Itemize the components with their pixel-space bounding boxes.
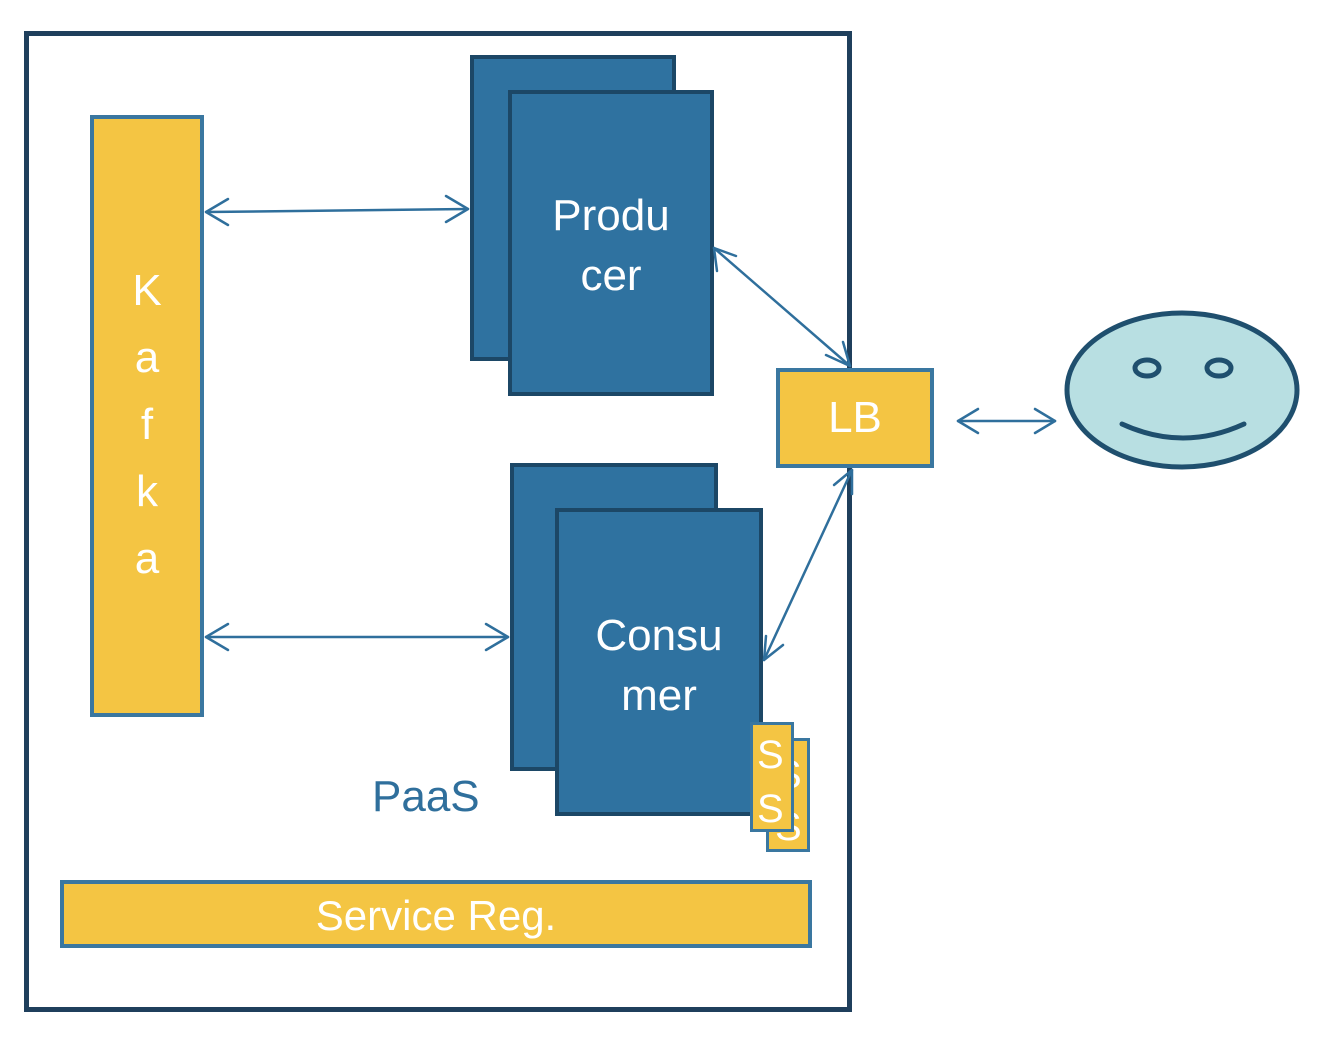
kafka-consumer-arrow [204, 622, 510, 652]
producer-instance-front: Produ cer [508, 90, 714, 396]
load-balancer-label: LB [828, 393, 882, 442]
service-registry-box: Service Reg. [60, 880, 812, 948]
lb-user-arrow [956, 407, 1057, 435]
kafka-letter: a [134, 333, 160, 382]
producer-label-line2: cer [580, 251, 642, 300]
sidecar-char: S [757, 733, 784, 777]
paas-label: PaaS [372, 772, 480, 821]
load-balancer-box: LB [776, 368, 934, 468]
kafka-label: K a f k a [94, 257, 200, 592]
consumer-lb-arrow [762, 468, 854, 662]
consumer-label-line1: Consu [595, 611, 723, 660]
kafka-letter: K [132, 266, 162, 315]
user-smiley-icon [1064, 310, 1300, 470]
producer-label-line1: Produ [552, 191, 670, 240]
sidecar-char: S [757, 787, 784, 831]
service-registry-label: Service Reg. [315, 892, 557, 939]
consumer-instance-front: Consu mer [555, 508, 763, 816]
kafka-letter: f [140, 400, 154, 449]
kafka-box: K a f k a [90, 115, 204, 717]
consumer-label-line2: mer [621, 671, 697, 720]
producer-lb-arrow [712, 246, 852, 368]
kafka-producer-arrow [204, 194, 470, 227]
kafka-letter: k [136, 467, 158, 516]
sidecar-front: S S [750, 722, 794, 832]
kafka-letter: a [134, 534, 160, 583]
